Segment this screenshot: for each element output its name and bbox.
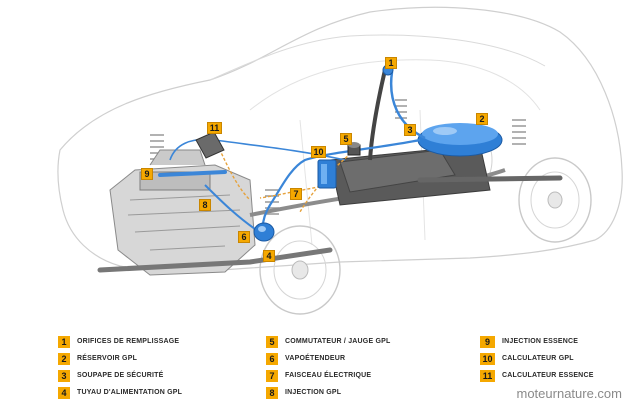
callout-6: 6 [238, 231, 250, 243]
legend-label: SOUPAPE DE SÉCURITÉ [77, 372, 164, 379]
callout-4: 4 [263, 250, 275, 262]
watermark: moteurnature.com [516, 386, 623, 401]
car-roofline [209, 34, 546, 81]
lpg-tank [417, 123, 503, 157]
rear-left-wheel [518, 157, 592, 243]
lpg-filler-line [389, 71, 426, 140]
legend-number: 5 [266, 336, 278, 348]
callout-2: 2 [476, 113, 488, 125]
rear-axle [417, 175, 563, 183]
lpg-supply-line [261, 138, 421, 236]
legend-item-2: 2 RÉSERVOIR GPL [58, 353, 137, 365]
legend-number: 1 [58, 336, 70, 348]
legend-item-8: 8 INJECTION GPL [266, 387, 341, 399]
legend-number: 4 [58, 387, 70, 399]
vehicle-cutaway-diagram: 1 2 3 4 5 6 7 8 9 10 11 [57, 6, 623, 315]
legend-number: 2 [58, 353, 70, 365]
callout-8: 8 [199, 199, 211, 211]
legend-label: CALCULATEUR ESSENCE [502, 372, 594, 379]
legend-number: 3 [58, 370, 70, 382]
rear-suspension [395, 99, 526, 145]
legend-label: VAPOÉTENDEUR [285, 355, 346, 362]
vaporizer [253, 222, 275, 242]
engine-block [109, 149, 256, 276]
legend-number: 11 [480, 370, 495, 382]
legend-label: TUYAU D'ALIMENTATION GPL [77, 389, 183, 396]
callout-9: 9 [141, 168, 153, 180]
car-window-line [249, 59, 541, 111]
legend-item-5: 5 COMMUTATEUR / JAUGE GPL [266, 336, 390, 348]
legend-label: INJECTION GPL [285, 389, 342, 396]
petrol-line [169, 138, 346, 161]
legend-label: ORIFICES DE REMPLISSAGE [77, 338, 180, 345]
legend-label: RÉSERVOIR GPL [77, 355, 138, 362]
callout-11: 11 [207, 122, 222, 134]
legend-item-11: 11 CALCULATEUR ESSENCE [480, 370, 594, 382]
legend-item-6: 6 VAPOÉTENDEUR [266, 353, 345, 365]
lpg-ecu [317, 159, 337, 189]
legend-label: FAISCEAU ÉLECTRIQUE [285, 372, 372, 379]
legend-number: 6 [266, 353, 278, 365]
legend-number: 10 [480, 353, 495, 365]
vehicle-illustration [57, 6, 623, 315]
legend-label: CALCULATEUR GPL [502, 355, 574, 362]
callout-5: 5 [340, 133, 352, 145]
front-left-wheel [259, 225, 341, 315]
callout-3: 3 [404, 124, 416, 136]
legend-item-7: 7 FAISCEAU ÉLECTRIQUE [266, 370, 371, 382]
filler-pipe [368, 69, 387, 161]
legend-number: 9 [480, 336, 495, 348]
front-subframe [97, 247, 333, 273]
callout-10: 10 [311, 146, 326, 158]
legend-label: INJECTION ESSENCE [502, 338, 579, 345]
legend-item-1: 1 ORIFICES DE REMPLISSAGE [58, 336, 179, 348]
legend-number: 8 [266, 387, 278, 399]
petrol-ecu [195, 131, 225, 159]
legend-item-4: 4 TUYAU D'ALIMENTATION GPL [58, 387, 182, 399]
injector-rail [158, 170, 227, 177]
legend: 1 ORIFICES DE REMPLISSAGE 2 RÉSERVOIR GP… [0, 336, 632, 405]
petrol-tank [339, 149, 456, 193]
callout-7: 7 [290, 188, 302, 200]
legend-number: 7 [266, 370, 278, 382]
legend-item-3: 3 SOUPAPE DE SÉCURITÉ [58, 370, 164, 382]
legend-item-9: 9 INJECTION ESSENCE [480, 336, 578, 348]
legend-label: COMMUTATEUR / JAUGE GPL [285, 338, 391, 345]
callout-1: 1 [385, 57, 397, 69]
legend-item-10: 10 CALCULATEUR GPL [480, 353, 574, 365]
